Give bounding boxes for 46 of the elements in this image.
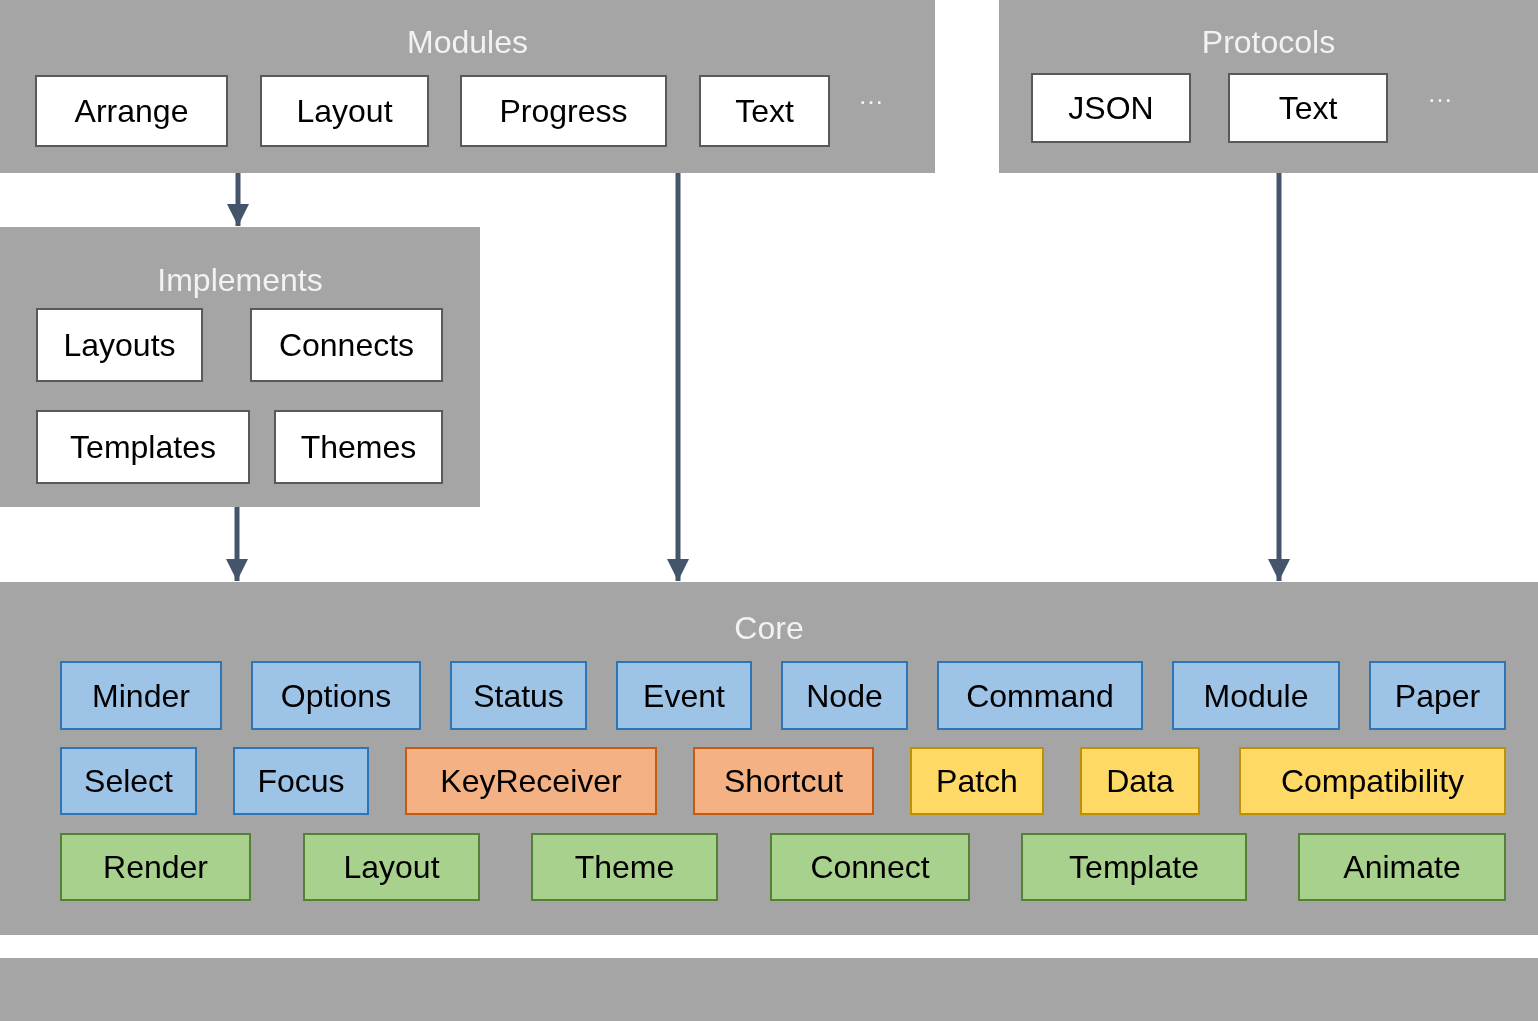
- module-box: Arrange: [35, 75, 228, 147]
- module-box: Layout: [260, 75, 429, 147]
- module-box: Status: [450, 661, 587, 730]
- module-box: Themes: [274, 410, 443, 484]
- module-box: Template: [1021, 833, 1247, 901]
- group-panel: [0, 227, 480, 507]
- group-panel: [999, 0, 1538, 173]
- module-box: Options: [251, 661, 421, 730]
- module-box: Minder: [60, 661, 222, 730]
- module-box: Node: [781, 661, 908, 730]
- arrow: [225, 507, 249, 581]
- module-box: Render: [60, 833, 251, 901]
- module-box: Patch: [910, 747, 1044, 815]
- module-box: Layout: [303, 833, 480, 901]
- ellipsis: …: [1427, 78, 1453, 108]
- arrow: [666, 173, 690, 581]
- module-box: Focus: [233, 747, 369, 815]
- module-box: Data: [1080, 747, 1200, 815]
- module-box: Animate: [1298, 833, 1506, 901]
- module-box: Text: [1228, 73, 1388, 143]
- module-box: Connects: [250, 308, 443, 382]
- arrow: [1267, 173, 1291, 581]
- module-box: Paper: [1369, 661, 1506, 730]
- ellipsis: …: [858, 80, 884, 110]
- module-box: KeyReceiver: [405, 747, 657, 815]
- panel-title: Core: [733, 609, 805, 648]
- module-box: Shortcut: [693, 747, 874, 815]
- module-box: Layouts: [36, 308, 203, 382]
- panel-title: Modules: [406, 23, 529, 62]
- module-box: Progress: [460, 75, 667, 147]
- module-box: Text: [699, 75, 830, 147]
- panel-title: Protocols: [1200, 23, 1337, 62]
- panel-title: Implements: [156, 261, 324, 300]
- arrow: [226, 173, 250, 226]
- module-box: Event: [616, 661, 752, 730]
- group-panel: [0, 582, 1538, 935]
- group-panel: [0, 0, 935, 173]
- module-box: Command: [937, 661, 1143, 730]
- module-box: Select: [60, 747, 197, 815]
- module-box: Compatibility: [1239, 747, 1506, 815]
- module-box: Module: [1172, 661, 1340, 730]
- base-band: [0, 958, 1538, 1021]
- module-box: Connect: [770, 833, 970, 901]
- module-box: Templates: [36, 410, 250, 484]
- module-box: Theme: [531, 833, 718, 901]
- module-box: JSON: [1031, 73, 1191, 143]
